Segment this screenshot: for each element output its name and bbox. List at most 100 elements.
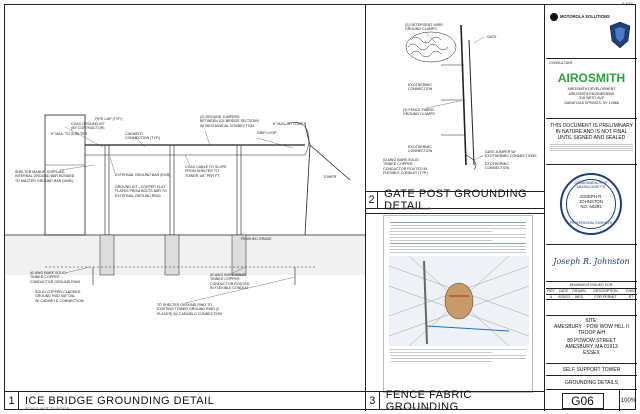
structure-box: SELF SUPPORT TOWER [546,364,637,376]
site-city: AMESBURY, MA 01913 [565,344,618,350]
site-name: AMESBURY - POW WOW HILL II [554,324,629,330]
notice-box: THIS DOCUMENT IS PRELIMINARY IN NATURE A… [546,119,637,165]
consultant-label: CONSULTANT [549,61,573,65]
site-troop: TROOP A/H [577,330,606,336]
detail-divider [365,5,366,411]
sheet-title-box: GROUNDING DETAILS [546,376,637,390]
label-pipe-cap: PIPE CAP (TYP.) [95,117,123,121]
rev-header-rev: REV [547,289,555,294]
rev-cell-date: 4/25/23 [558,294,570,299]
motorola-icon [550,13,558,21]
label-exothermic-mid: EXOTHERMIC CONNECTION [408,145,433,154]
engineer-seal: COMMONWEALTH OF MASSACHUSETTS JOSEPH R. … [560,173,622,235]
drawing-area: PIPE CAP (TYP.) COAX GROUND KIT (BY CONT… [5,5,545,413]
ice-bridge-detail-drawing [5,114,365,304]
site-box: SITE: AMESBURY - POW WOW HILL II TROOP A… [546,316,637,364]
seal-box: COMMONWEALTH OF MASSACHUSETTS JOSEPH R. … [546,165,637,245]
client-box: MOTOROLA SOLUTIONS [546,5,637,59]
seal-surname: JOHNSTON [578,199,604,204]
revision-headers: REV DATE DRAWN DESCRIPTION CHKD [546,289,637,295]
label-coax-ground-kit: COAX GROUND KIT (BY CONTRACTOR) [71,122,105,131]
fence-photo [389,256,529,346]
detail2-title: GATE POST GROUNDING DETAIL [384,188,528,212]
detail2-caption: 2 GATE POST GROUNDING DETAIL SCALE: NOT … [366,188,545,212]
rev-header-date: DATE [559,289,569,294]
detail3-number: 3 [366,391,380,410]
label-2awg-conduit: #2 AWG BARE SOLID TINNED COPPER CONDUCTO… [210,273,250,291]
sheet-number: G06 [561,392,604,409]
state-police-badge [609,21,631,49]
signature-box: Joseph R. Johnston [546,245,637,282]
label-6in-tower: 6" MAX. TO TOWER [273,122,307,126]
site-street: 89 POWOW STREET [567,338,616,344]
seal-bottom-text: PROFESSIONAL ENGINEER [569,221,613,225]
signature: Joseph R. Johnston [553,257,630,266]
detail1-number: 1 [5,391,19,410]
notice-line-1: THIS DOCUMENT IS PRELIMINARY [550,123,633,129]
label-finished-grade: FINISHED GRADE [241,237,272,241]
consultant-box: CONSULTANT AIROSMITH AIROSMITH DEVELOPME… [546,59,637,119]
label-6in-shelter: 6" MAX. TO SHELTER [51,132,88,136]
label-gate-jumper: GATE JUMPER W/ EXOTHERMIC CONNECTIONS [485,150,537,159]
seal-name: JOSEPH R. [579,194,603,199]
rev-header-chkd: CHKD [625,289,637,294]
label-fabric-clamps: (2) FENCE FABRIC GROUND CLAMPS [403,108,435,117]
detail1-scale: SCALE: NOT TO SCALE [25,406,70,411]
rev-cell-rev: A [549,294,553,299]
sheet-code: E-XXX [622,2,633,6]
revision-box: DRAWINGS ISSUED FOR: REV DATE DRAWN DESC… [546,282,637,316]
airosmith-logo: AIROSMITH [546,71,637,85]
drawing-sheet: PIPE CAP (TYP.) COAX GROUND KIT (BY CONT… [4,2,637,413]
drawings-issued-label: DRAWINGS ISSUED FOR: [546,282,637,290]
notice-line-2: IN NATURE AND IS NOT FINAL [555,129,628,135]
label-ground-jumpers: (2) GROUND JUMPERS BETWEEN ICE BRIDGE SE… [200,115,259,128]
label-exothermic-bottom: EXOTHERMIC CONNECTION [485,162,510,171]
label-detergent-clamps: (2) DETERGENT WIRE GROUND CLAMPS [405,23,443,32]
detail2-scale: SCALE: NOT TO SCALE [386,206,431,211]
company-name: AIROSMITH DEVELOPMENT [567,87,616,92]
label-cadweld: CADWELD CONNECTION (TYP.) [125,132,161,141]
motorola-brand: MOTOROLA SOLUTIONS [560,13,610,19]
notice-line-3: UNTIL SIGNED AND SEALED [557,135,626,141]
label-tower: TOWER [323,175,337,179]
detail3-scale: SCALE: NOT TO SCALE [386,406,431,411]
label-solid-copper-rod: SOLID COPPER-CLADDED GROUND ROD 5/8" DIA… [35,290,84,303]
airosmith-logo-text: AIROSMITH [557,71,626,86]
rev-header-drawn: DRAWN [572,289,586,294]
detail3-caption: 3 FENCE FABRIC GROUNDING SCALE: NOT TO S… [366,389,545,413]
sheet-scale: 100% [619,390,637,411]
company-address-2: SARATOGA SPRINGS, NY 12866 [564,100,619,105]
rev-cell-drawn: WES [574,294,584,299]
sheet-number-box: G06 100% [546,390,637,411]
rev-cell-chkd: RT [628,294,634,299]
site-label: SITE: [585,318,598,324]
company-sub: AIROSMITH ENGINEERING [568,91,615,96]
detail2-number: 2 [366,191,379,209]
label-tower-ring: TO SHELTER GROUND RING TO EXISTING TOWER… [157,303,222,316]
revision-row: A 4/25/23 WES FOR PERMIT RT [546,294,637,301]
detail-divider-h [366,213,545,214]
seal-number: No. 50391 [580,204,602,209]
label-external-ground-bar: EXTERNAL GROUND BAR (EGB) [115,173,171,177]
label-2awg-ring: #2 AWG BARE SOLID TINNED COPPER CONDUCTO… [30,271,81,284]
seal-top-text: COMMONWEALTH OF MASSACHUSETTS [574,181,608,190]
structure-type: SELF SUPPORT TOWER [562,367,621,373]
label-2awg-flexible: #2 AWG BARE SOLID TINNED COPPER CONDUCTO… [383,158,428,176]
label-ground-kit: GROUND KIT - COPPER FLAT PLATES FROM BOL… [115,185,167,198]
detail1-title: ICE BRIDGE GROUNDING DETAIL [25,394,215,407]
site-county: ESSEX [583,350,600,356]
motorola-logo: MOTOROLA SOLUTIONS [546,5,637,21]
detail1-caption: 1 ICE BRIDGE GROUNDING DETAIL SCALE: NOT… [5,391,365,411]
label-exothermic-top: EXOTHERMIC CONNECTION [408,83,433,92]
detail3-title: FENCE FABRIC GROUNDING [385,388,472,413]
label-coax-slope: COAX CABLE TO SLOPE FROM SHELTER TO TOWE… [185,165,227,178]
company-address-1: 318 WEST AVE [578,96,605,101]
title-block: E-XXX MOTOROLA SOLUTIONS CONSULTANT AIRO… [546,2,637,411]
gate-post-detail-drawing [405,24,485,171]
label-shelter-supplied: SHELTER MANUF. SUPPLIED INTERNAL GROUND … [15,170,75,183]
rev-cell-description: FOR PERMIT [594,294,617,299]
label-drip-loop: DRIP LOOP [257,131,277,135]
fence-fabric-document-image [383,215,533,393]
rev-header-description: DESCRIPTION [593,289,618,294]
sheet-title: GROUNDING DETAILS [565,380,618,386]
